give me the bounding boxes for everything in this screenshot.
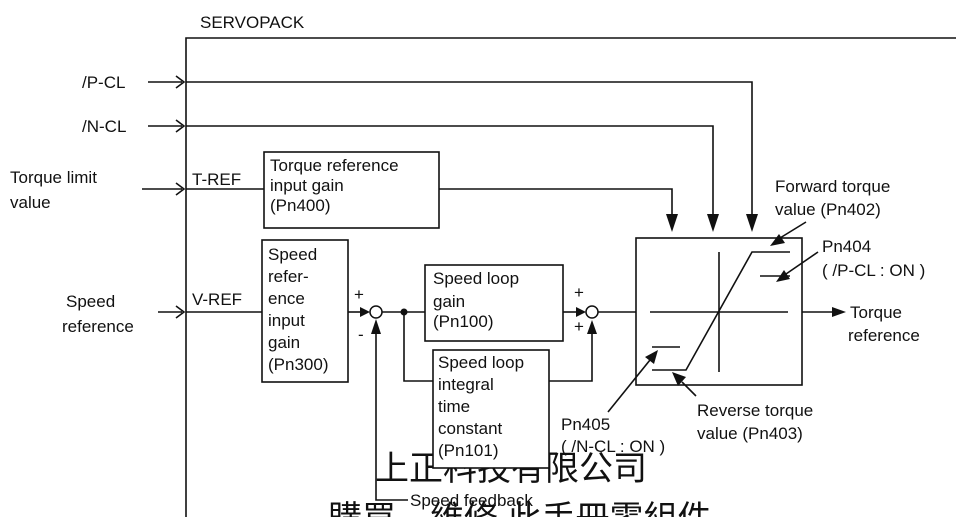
pn404-pointer-head — [776, 270, 790, 282]
summing-junction-torque — [585, 305, 599, 319]
speed-feedback-label: Speed feedback — [410, 491, 533, 510]
torque-gain-arrowhead — [666, 214, 678, 232]
n-cl-arrowhead — [707, 214, 719, 232]
output-arrowhead — [832, 307, 846, 317]
feedback-arrowhead — [371, 319, 381, 334]
speed-reference-line — [158, 305, 186, 319]
forward-torque-pointer — [779, 221, 807, 239]
watermark-note: 購買、維修 此手冊零組件 — [328, 500, 711, 517]
sum1-minus-sign: - — [358, 325, 364, 344]
sum2-plus-bottom: + — [574, 317, 584, 336]
p-cl-arrowhead — [746, 214, 758, 232]
speed-loop-integral-block — [432, 349, 550, 469]
pn405-pointer-head — [645, 350, 658, 364]
torque-ref-gain-block — [263, 151, 440, 229]
t-ref-port-label: T-REF — [192, 170, 241, 189]
n-cl-label: /N-CL — [82, 117, 126, 136]
sum1-input-arrowhead — [360, 307, 370, 317]
integral-branch-line — [403, 312, 433, 382]
pn404-pointer — [785, 251, 819, 275]
pn405-label: Pn405( /N-CL : ON ) — [561, 415, 665, 456]
integral-arrowhead — [587, 320, 597, 334]
n-cl-line — [148, 119, 714, 214]
servopack-title: SERVOPACK — [200, 13, 305, 32]
torque-gain-output-line — [439, 188, 673, 214]
p-cl-label: /P-CL — [82, 73, 125, 92]
speed-loop-gain-block — [424, 264, 564, 342]
sum2-input-arrowhead — [576, 307, 586, 317]
integral-to-sum2-line — [549, 334, 593, 382]
sum2-plus-top: + — [574, 283, 584, 302]
speed-feedback-line — [375, 332, 408, 501]
forward-torque-pointer-head — [770, 234, 785, 246]
reverse-torque-pointer-head — [672, 372, 686, 386]
p-cl-line — [148, 75, 753, 214]
reverse-torque-pointer — [681, 381, 697, 397]
summing-junction-speed-error — [369, 305, 383, 319]
torque-limit-line — [142, 182, 186, 196]
pn405-pointer — [607, 359, 651, 413]
limiter-characteristic-curve — [652, 251, 790, 371]
sum1-plus-sign: + — [354, 285, 364, 304]
servopack-border — [185, 37, 956, 517]
pn404-label: Pn404( /P-CL : ON ) — [822, 237, 925, 280]
speed-ref-gain-block — [261, 239, 349, 383]
v-ref-port-label: V-REF — [192, 290, 242, 309]
